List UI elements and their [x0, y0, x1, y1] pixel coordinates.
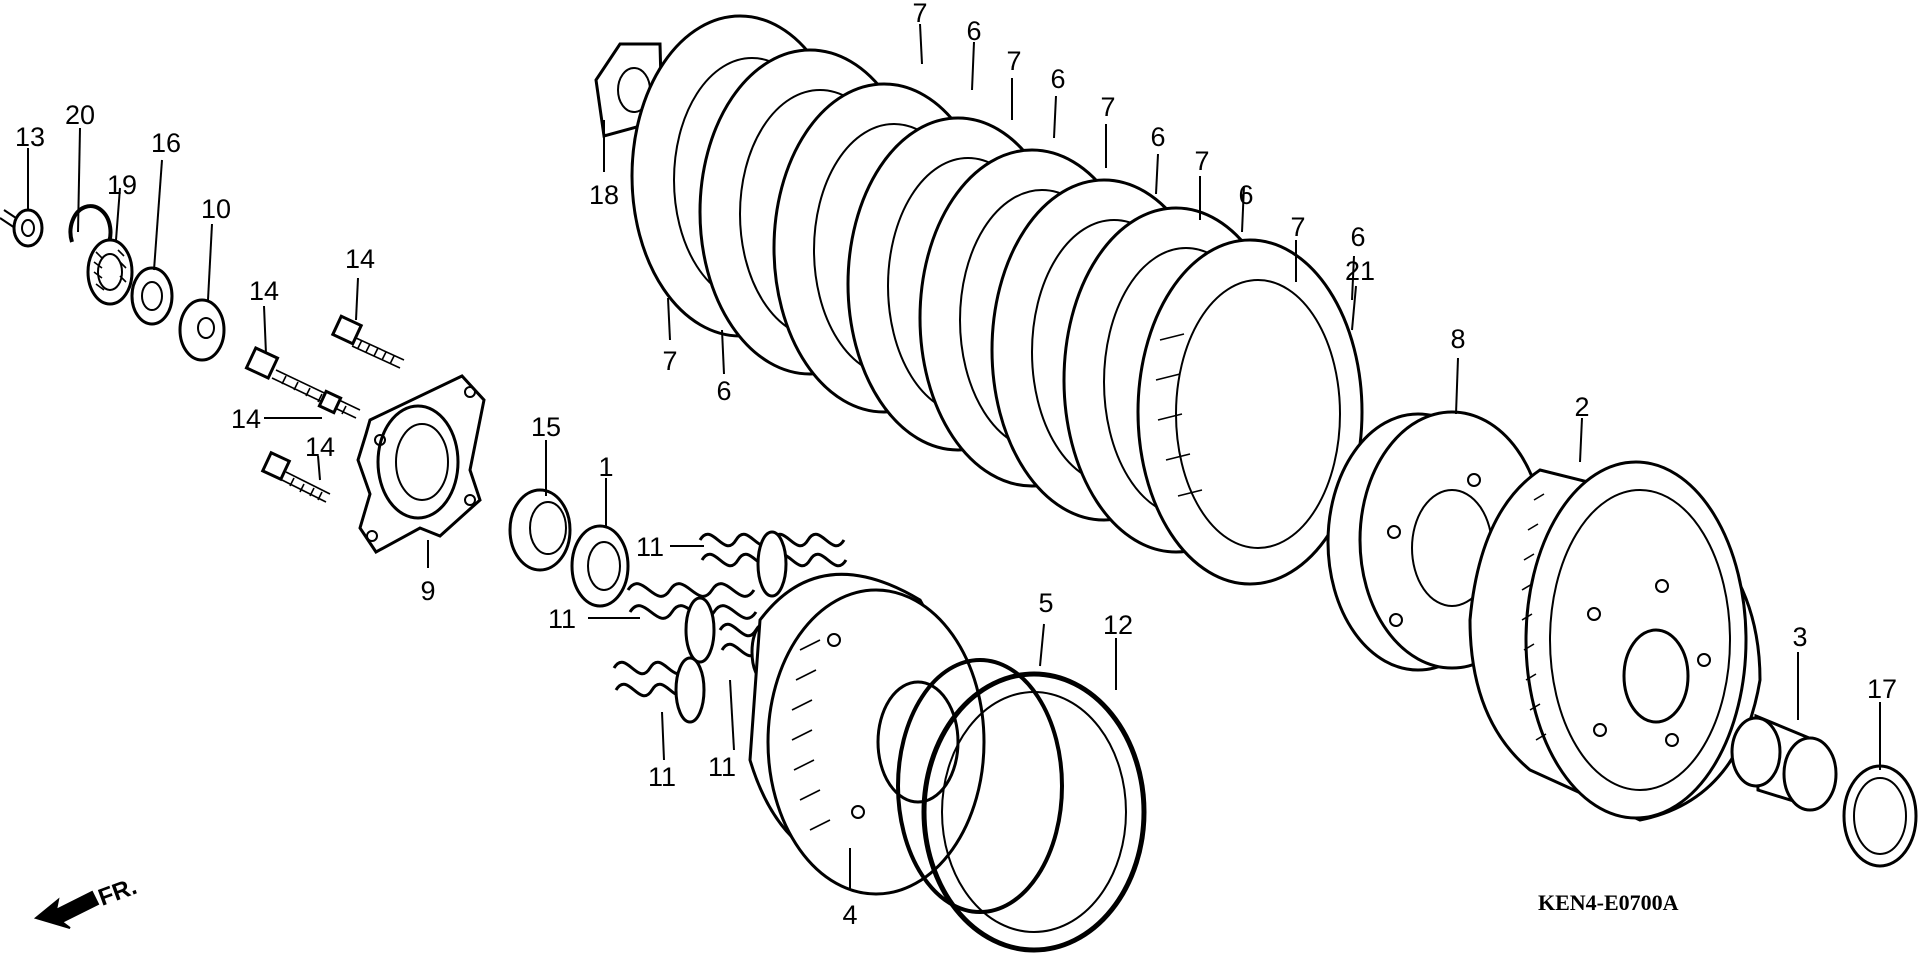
diagram-code: KEN4-E0700A [1538, 890, 1679, 915]
callout-11-a: 11 [636, 532, 664, 562]
callout-8: 8 [1450, 324, 1465, 354]
part-4-clutch-center [748, 572, 986, 896]
callout-4: 4 [842, 900, 857, 930]
part-14-bolt-lower [260, 450, 331, 503]
callout-14-left: 14 [249, 276, 279, 306]
callout-16: 16 [151, 128, 181, 158]
callout-11-d: 11 [708, 752, 736, 782]
part-2-clutch-outer [1468, 460, 1762, 822]
callout-11-b: 11 [548, 604, 576, 634]
callout-6-b: 6 [966, 16, 981, 46]
callout-6-c: 6 [1050, 64, 1065, 94]
callout-7-c: 7 [1006, 46, 1021, 76]
part-10-washer [178, 298, 226, 362]
callout-15: 15 [531, 412, 561, 442]
callout-14-top: 14 [345, 244, 375, 274]
part-13-washer-pin [0, 208, 44, 248]
callout-6-e: 6 [1238, 180, 1253, 210]
part-11-spring-bottom [612, 656, 706, 724]
callout-17: 17 [1867, 674, 1897, 704]
callout-10: 10 [201, 194, 231, 224]
part-14-bolt-top [330, 314, 405, 369]
plate-stack [630, 14, 1364, 586]
part-11-spring-mid [626, 582, 758, 664]
callout-3: 3 [1792, 622, 1807, 652]
front-label: FR. [95, 873, 141, 912]
part-9-lifter-plate [356, 374, 486, 554]
callout-14-low: 14 [305, 432, 335, 462]
callout-7-f: 7 [1290, 212, 1305, 242]
part-5-judder-spring [896, 658, 1064, 914]
callout-19: 19 [107, 170, 137, 200]
callout-6-d: 6 [1150, 122, 1165, 152]
callout-14-mid: 14 [231, 404, 261, 434]
part-14-bolt-long [244, 345, 361, 419]
part-11-spring-top [698, 530, 848, 598]
part-16-washer [130, 266, 174, 326]
part-1-washer [570, 524, 630, 608]
callout-7-a: 7 [662, 346, 677, 376]
callout-labels: 13 20 19 16 10 14 14 14 14 9 15 1 11 11 … [15, 0, 1897, 930]
part-12-spring-seat [921, 671, 1147, 953]
callout-21: 21 [1345, 256, 1375, 286]
callout-1: 1 [598, 452, 613, 482]
callout-20: 20 [65, 100, 95, 130]
callout-7-d: 7 [1100, 92, 1115, 122]
callout-2: 2 [1574, 392, 1589, 422]
part-3-collar [1730, 713, 1838, 812]
part-19-needle-bearing [86, 238, 134, 306]
front-arrow-icon [33, 890, 100, 929]
callout-7-e: 7 [1194, 146, 1209, 176]
callout-18: 18 [589, 180, 619, 210]
front-direction-indicator: FR. [33, 873, 141, 929]
callout-7-b: 7 [912, 0, 927, 28]
callout-6-f: 6 [1350, 222, 1365, 252]
leader-lines [27, 23, 1881, 890]
callout-12: 12 [1103, 610, 1133, 640]
callout-13: 13 [15, 122, 45, 152]
part-15-bearing [508, 488, 572, 572]
callout-9: 9 [420, 576, 435, 606]
part-17-thrust-washer [1842, 764, 1918, 868]
callout-6-a: 6 [716, 376, 731, 406]
callout-5: 5 [1038, 588, 1053, 618]
callout-11-c: 11 [648, 762, 676, 792]
